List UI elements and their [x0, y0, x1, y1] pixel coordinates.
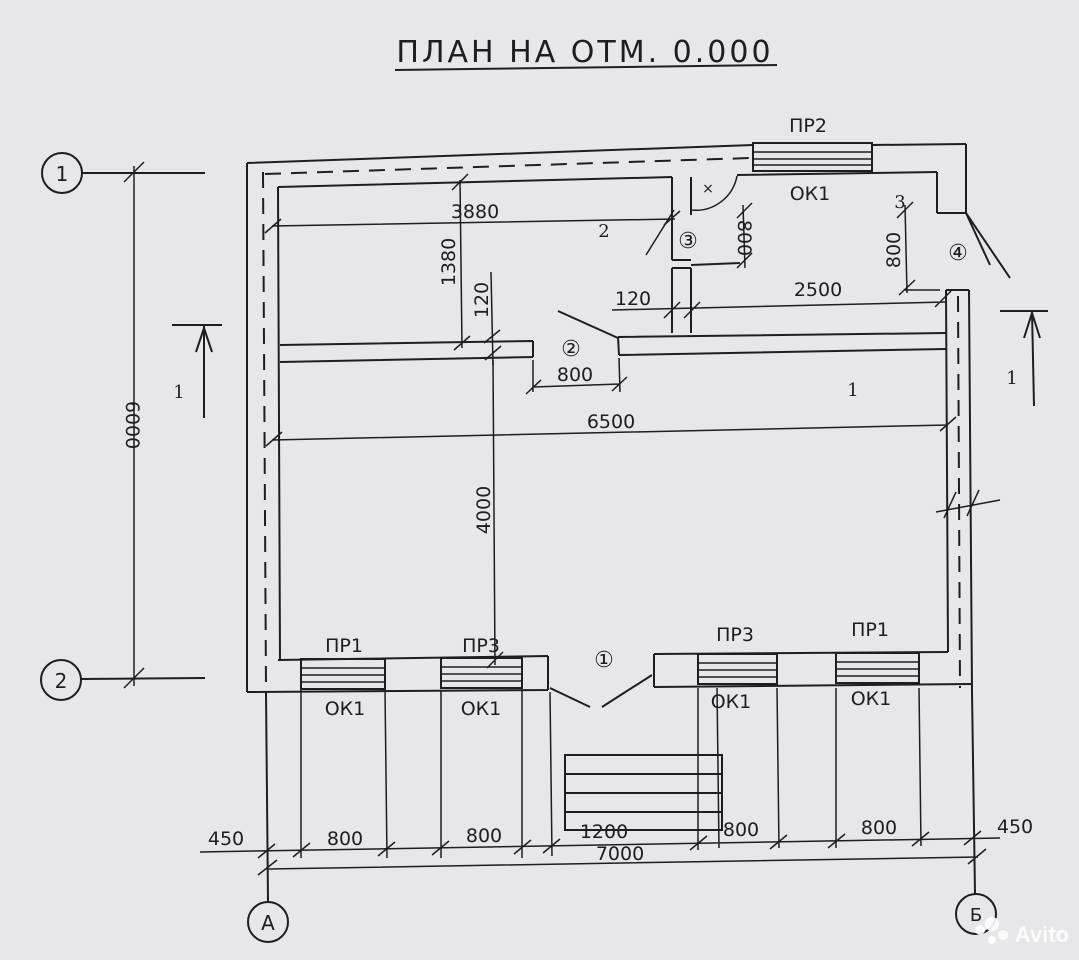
b2-window-label: ОК1: [461, 698, 502, 720]
toilet-diag-tick: [645, 209, 675, 256]
room-number-2: 2: [598, 221, 609, 242]
dim-2500-line: [611, 290, 952, 319]
top-wall: [246, 143, 967, 188]
dim-7000-line: [257, 848, 987, 876]
corner-door: [937, 212, 1011, 279]
dim-4000-line: [486, 359, 504, 669]
right-wall-ticks: [935, 489, 1001, 519]
dim-1380-line: [451, 173, 471, 351]
dim-120v-line: [483, 271, 502, 366]
dim-120-horizontal: 120: [615, 288, 651, 310]
bottom-dim-chain: [199, 837, 1001, 853]
dim-bottom-800-1: 800: [327, 828, 363, 850]
section-mark-right: [1000, 309, 1048, 407]
bottom-window-1: [300, 658, 386, 690]
toilet-door-swing: [690, 175, 738, 212]
bottom-window-2: [440, 657, 523, 689]
dim-bottom-1200: 1200: [580, 821, 628, 843]
axis-row-2-line: [80, 677, 206, 680]
plan-title: ПЛАН НА ОТМ. 0.000: [396, 35, 773, 70]
top-window-label: ОК1: [790, 183, 831, 205]
b4-lintel-label: ПР1: [851, 619, 889, 641]
top-wall-axis: [264, 157, 751, 175]
dim-bottom-450-left: 450: [208, 828, 244, 850]
entrance-steps: [564, 754, 723, 831]
dim-bottom-450-right: 450: [997, 816, 1033, 838]
dim-800-right: 800: [883, 232, 905, 268]
interior-partition-right: [617, 332, 947, 356]
axis-col-b-bubble: [955, 893, 997, 935]
bottom-window-4: [835, 652, 920, 684]
dim-6000: 6000: [121, 401, 143, 449]
b1-window-label: ОК1: [325, 698, 366, 720]
dim-bottom-800-4: 800: [861, 817, 897, 839]
dim-1380: 1380: [438, 238, 460, 286]
b2-lintel-label: ПР3: [462, 635, 500, 657]
room-number-1: 1: [847, 380, 858, 401]
title-underline: [394, 64, 778, 71]
avito-watermark: Avito: [975, 917, 1069, 947]
bottom-window-3: [697, 653, 778, 685]
watermark-text: Avito: [1015, 922, 1069, 947]
axis-col-a-line: [265, 691, 269, 903]
toilet-mark: ×: [702, 181, 714, 197]
dim-2500: 2500: [794, 279, 842, 301]
bottom-extension-lines: [300, 687, 922, 859]
top-lintel-label: ПР2: [789, 115, 827, 137]
entrance-door-leaves: [549, 674, 653, 708]
top-window: [752, 142, 873, 172]
room-tag-2: ②: [561, 337, 581, 362]
room-tag-1: ①: [594, 648, 614, 673]
dim-6000-line: [123, 161, 145, 689]
b1-lintel-label: ПР1: [325, 635, 363, 657]
axis-col-a-label: А: [261, 911, 275, 935]
room-tag-4: ④: [948, 241, 968, 266]
dim-120-vertical: 120: [471, 282, 493, 318]
dim-800-toilet-line: [736, 202, 753, 269]
interior-partition-left: [279, 340, 534, 363]
section-label-right: 1: [1006, 368, 1017, 389]
right-wall-axis: [957, 295, 961, 689]
dim-3880: 3880: [451, 201, 499, 223]
room-tag-3: ③: [678, 229, 698, 254]
dim-4000: 4000: [473, 486, 495, 534]
axis-col-b-label: Б: [970, 905, 982, 926]
section-label-left: 1: [173, 382, 184, 403]
dim-800-door: 800: [557, 364, 593, 386]
dim-800-right-line: [896, 201, 940, 296]
dim-7000: 7000: [596, 843, 644, 865]
bottom-wall: [246, 651, 973, 693]
axis-row-2-label: 2: [55, 669, 68, 693]
interior-door-leaf: [557, 310, 619, 339]
b3-lintel-label: ПР3: [716, 624, 754, 646]
b3-window-label: ОК1: [711, 691, 752, 713]
dim-bottom-800-3: 800: [723, 819, 759, 841]
axis-row-1-label: 1: [56, 162, 69, 186]
dim-bottom-800-2: 800: [466, 825, 502, 847]
middle-post: [671, 267, 692, 333]
left-wall: [246, 163, 281, 692]
dim-6500: 6500: [587, 411, 635, 433]
dim-6500-line: [265, 416, 957, 447]
dim-800-door-line: [525, 357, 628, 395]
section-mark-left: [172, 324, 222, 418]
right-wall: [936, 144, 973, 693]
bottom-dim-ticks: [257, 830, 982, 859]
axis-col-b-line: [971, 691, 976, 895]
room-number-3: 3: [894, 192, 905, 213]
dim-800-toilet: 800: [733, 220, 755, 256]
left-wall-axis: [262, 171, 267, 689]
b4-window-label: ОК1: [851, 688, 892, 710]
axis-row-2-bubble: [40, 659, 82, 701]
